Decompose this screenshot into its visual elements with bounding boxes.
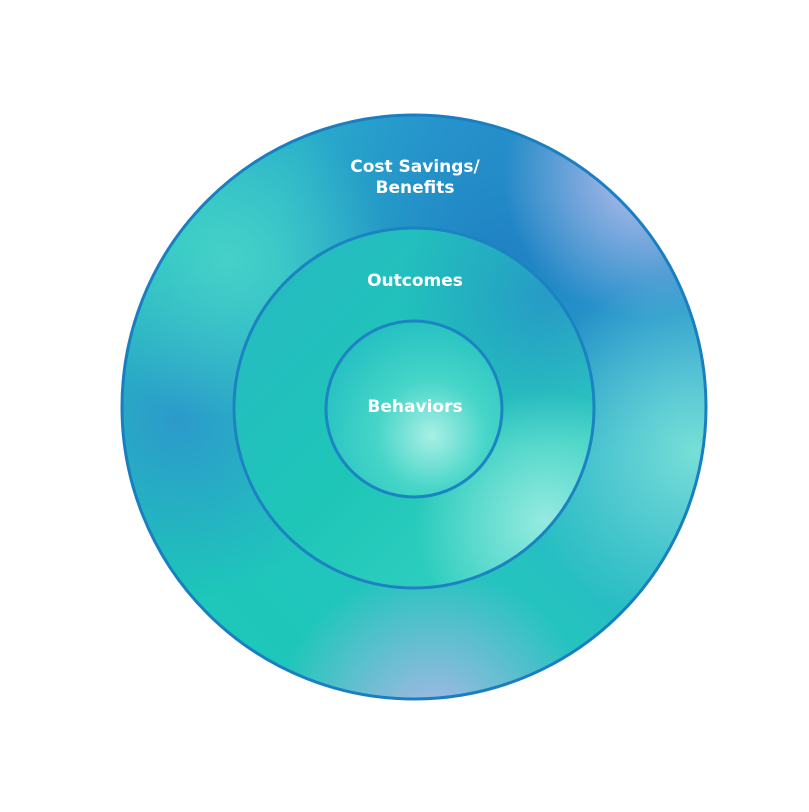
outer-ring xyxy=(120,113,708,701)
inner-ring xyxy=(324,319,504,499)
outer-ring-label-line-1: Cost Savings/ xyxy=(350,157,480,177)
outer-ring-label-line-2: Benefits xyxy=(375,178,455,199)
inner-ring-label: Behaviors xyxy=(367,397,463,417)
outer-ring-label: Cost Savings/ Benefits xyxy=(305,157,525,200)
middle-ring-label: Outcomes xyxy=(367,271,463,291)
